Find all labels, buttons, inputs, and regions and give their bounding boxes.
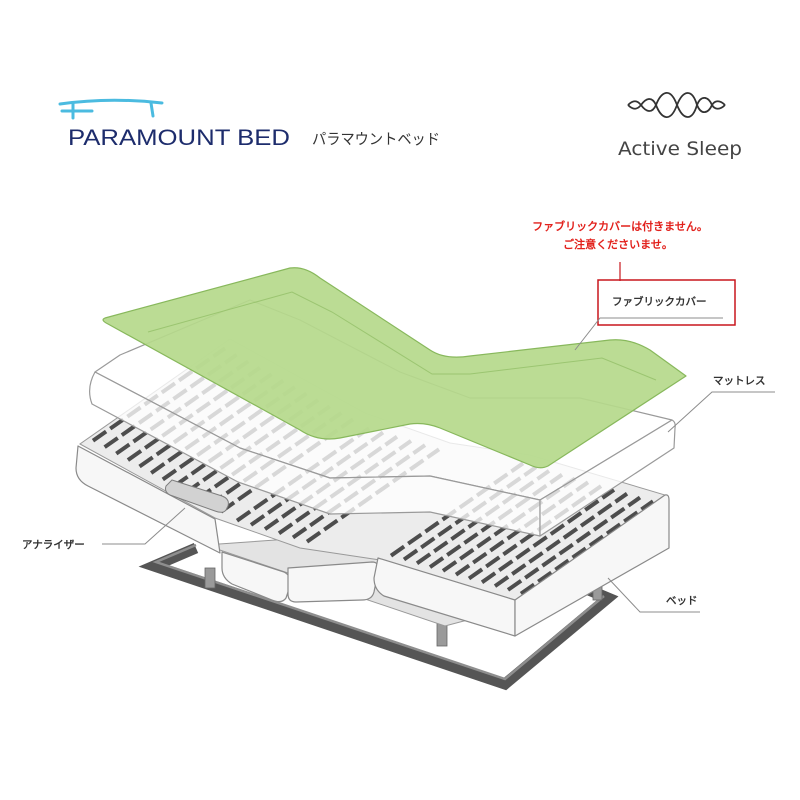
base-frame xyxy=(138,542,619,691)
mattress-end-face xyxy=(539,419,676,537)
active-sleep-logo: Active Sleep xyxy=(618,92,742,160)
paramount-bed-logo: PARAMOUNT BED パラマウントベッド xyxy=(58,98,440,150)
callout-mattress: マットレス xyxy=(667,375,775,433)
bed-leg xyxy=(204,567,216,589)
bed-head-section xyxy=(75,445,221,554)
bed-slat xyxy=(493,492,629,588)
bed-knee-block xyxy=(287,561,379,603)
callout-fabric-cover-label: ファブリックカバー xyxy=(612,295,707,308)
notice: ファブリックカバーは付きません。 ご注意くださいませ。 xyxy=(532,219,736,326)
bed-foot-end xyxy=(514,494,670,637)
leader-line xyxy=(102,507,186,545)
bed-slat xyxy=(519,499,655,596)
leader-line xyxy=(574,317,723,351)
bed-foot-section xyxy=(373,557,516,637)
product-brand-name: Active Sleep xyxy=(618,138,742,160)
analyzer-unit xyxy=(165,479,229,513)
callout-fabric-cover: ファブリックカバー xyxy=(574,295,723,351)
bed-slat xyxy=(506,495,642,592)
brand-name: PARAMOUNT BED xyxy=(68,125,290,150)
paramount-bed-logo-icon xyxy=(58,98,164,120)
callout-analyzer: アナライザー xyxy=(22,507,186,551)
callout-analyzer-label: アナライザー xyxy=(22,539,85,551)
bed-slat xyxy=(480,488,616,584)
notice-line-2: ご注意くださいませ。 xyxy=(563,237,673,251)
callout-bed-label: ベッド xyxy=(666,595,698,607)
notice-line-1: ファブリックカバーは付きません。 xyxy=(532,219,708,233)
notice-box xyxy=(597,279,736,326)
mattress-front-face xyxy=(89,371,541,537)
callout-mattress-label: マットレス xyxy=(713,375,766,387)
leader-line xyxy=(607,577,700,613)
active-sleep-wave-icon xyxy=(627,92,726,118)
callout-bed: ベッド xyxy=(607,577,700,613)
fabric-cover xyxy=(102,267,687,469)
leader-line xyxy=(667,391,775,433)
brand-name-ja: パラマウントベッド xyxy=(312,130,440,148)
